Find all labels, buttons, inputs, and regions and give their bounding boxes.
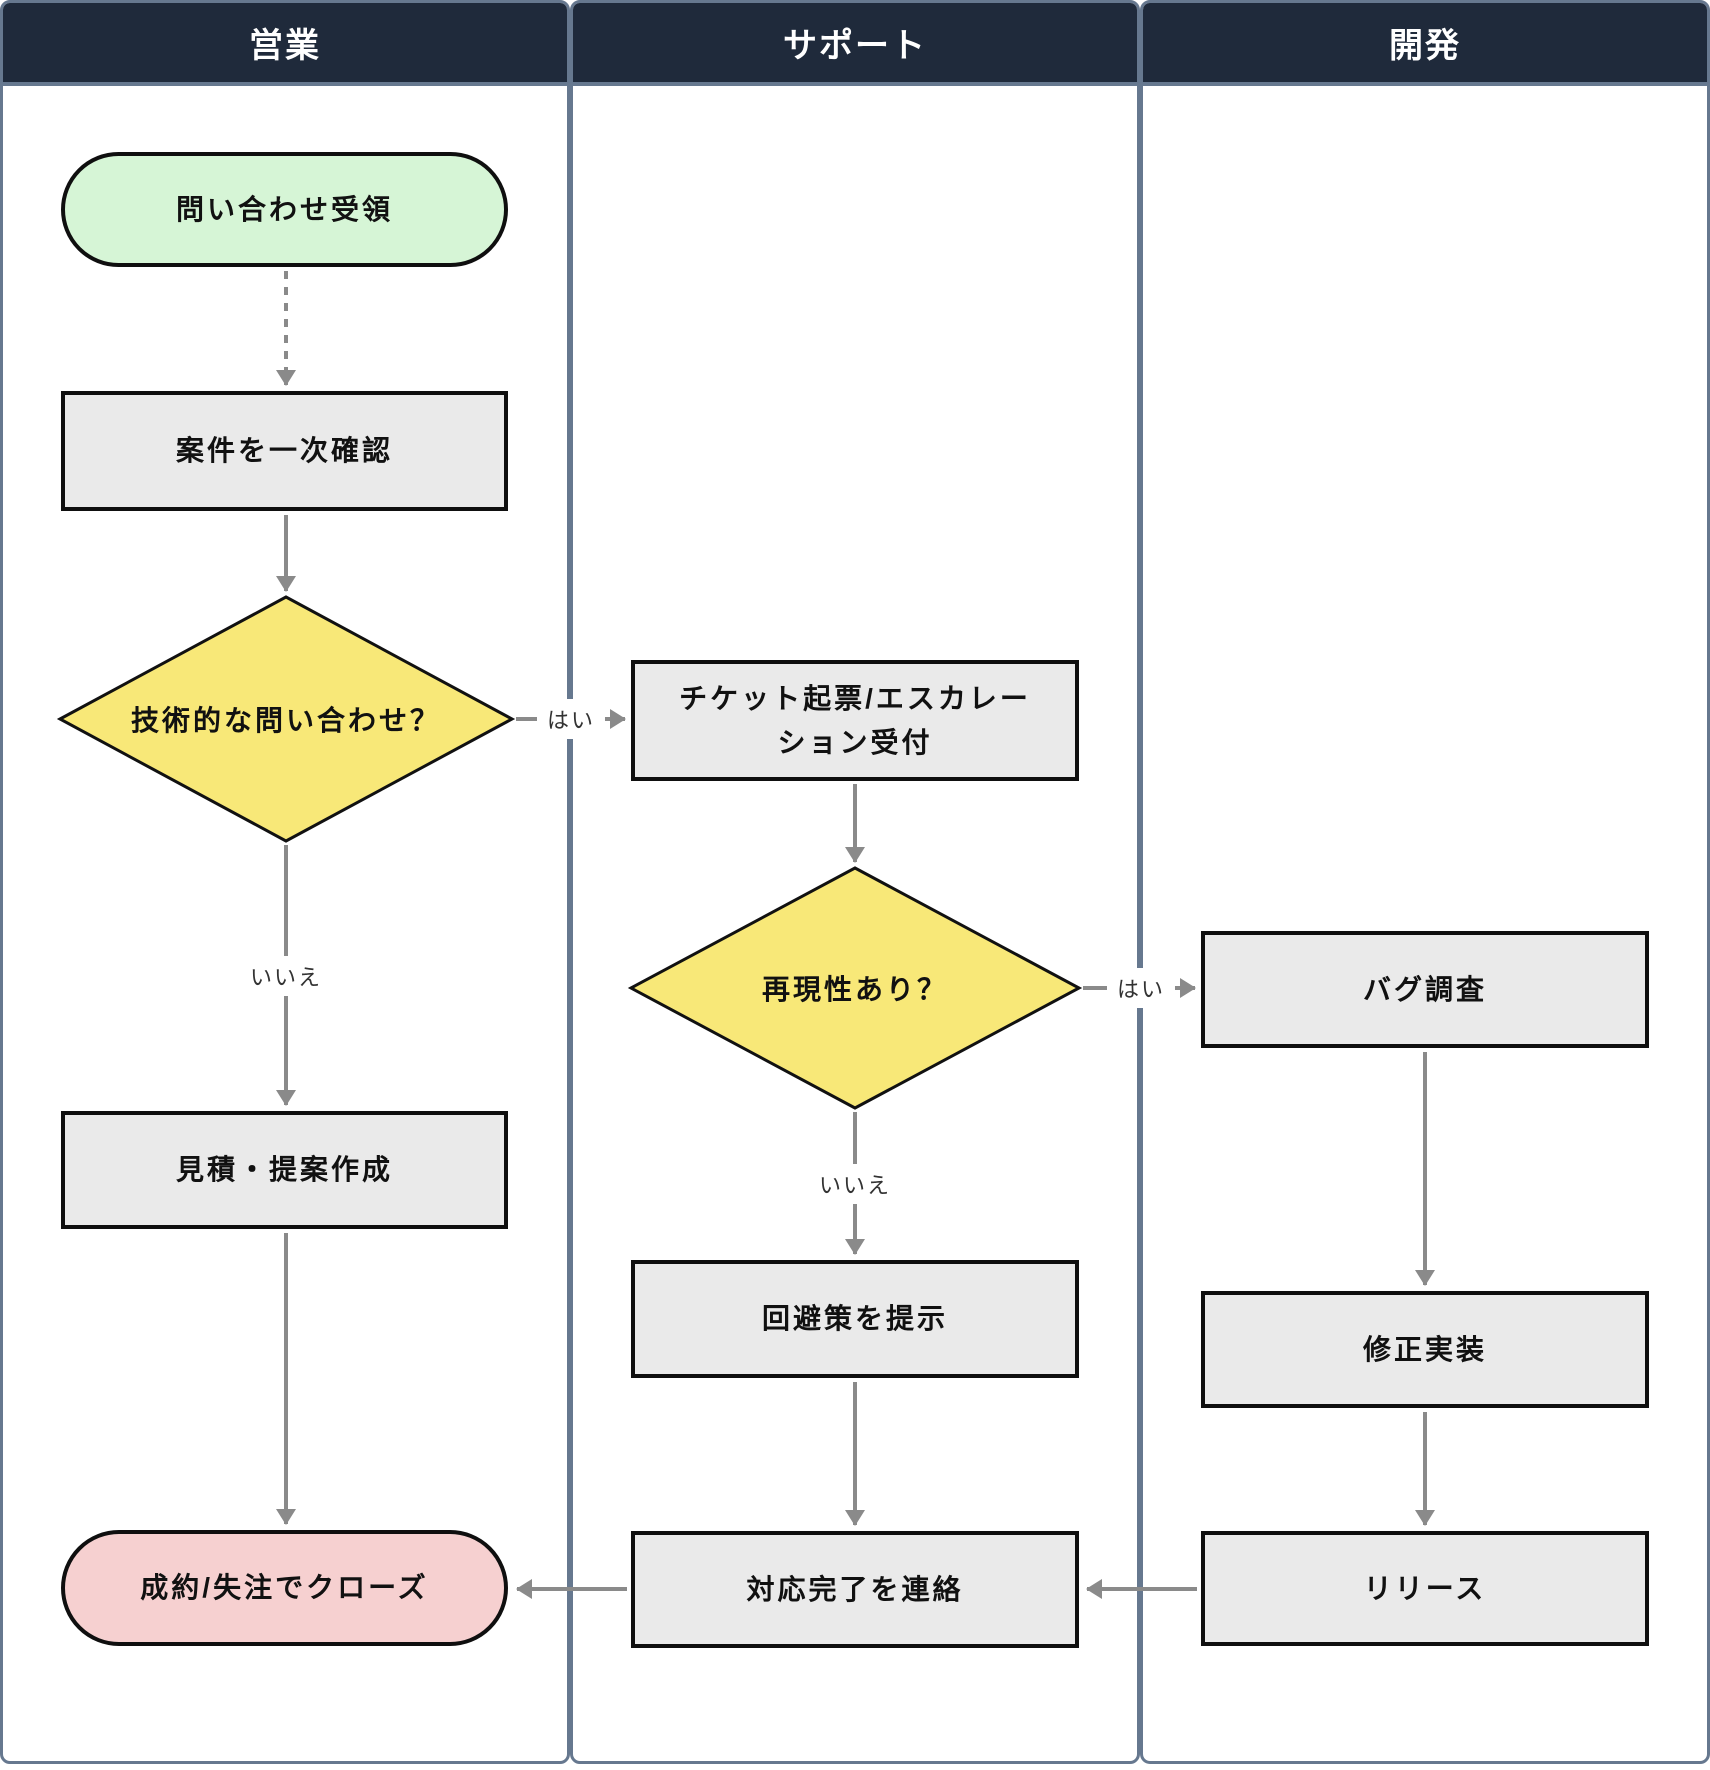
decision-reproducible-shape	[627, 866, 1083, 1110]
decision-is-technical-shape	[56, 595, 516, 843]
node-notify: 対応完了を連絡	[631, 1531, 1079, 1648]
node-release: リリース	[1201, 1531, 1649, 1646]
node-reproducible-label: 再現性あり？	[761, 974, 948, 1005]
node-close: 成約/失注でクローズ	[61, 1530, 508, 1646]
edge-label-yes-reproducible: はい	[1106, 968, 1176, 1008]
node-is-technical: 技術的な問い合わせ？	[60, 597, 512, 841]
node-close-label: 成約/失注でクローズ	[140, 1572, 429, 1604]
node-fix-label: 修正実装	[1362, 1333, 1487, 1365]
lane-support-title: サポート	[783, 27, 927, 65]
node-notify-label: 対応完了を連絡	[746, 1573, 964, 1605]
node-workaround-label: 回避策を提示	[761, 1303, 948, 1335]
node-fix: 修正実装	[1201, 1291, 1649, 1408]
lane-support-header: サポート	[573, 3, 1137, 86]
node-is-technical-label: 技術的な問い合わせ？	[130, 705, 441, 736]
lane-dev-header: 開発	[1143, 3, 1707, 86]
edge-label-no-technical: いいえ	[239, 956, 333, 996]
node-ticket-label-line1: チケット起票/エスカレー	[679, 683, 1031, 715]
edge-label-no-reproducible: いいえ	[808, 1164, 902, 1204]
node-bug-investigation-label: バグ調査	[1362, 973, 1487, 1005]
node-triage-label: 案件を一次確認	[175, 435, 393, 467]
node-bug-investigation: バグ調査	[1201, 931, 1649, 1048]
node-ticket: チケット起票/エスカレー ション受付	[631, 660, 1079, 781]
node-estimate: 見積・提案作成	[61, 1111, 508, 1229]
edge-label-yes-technical: はい	[536, 699, 606, 739]
lane-dev-title: 開発	[1389, 27, 1461, 65]
lane-sales-title: 営業	[249, 27, 321, 65]
lane-sales-header: 営業	[3, 3, 567, 86]
node-release-label: リリース	[1363, 1572, 1487, 1604]
node-ticket-label-line2: ション受付	[777, 726, 933, 758]
node-workaround: 回避策を提示	[631, 1260, 1079, 1378]
node-start: 問い合わせ受領	[61, 152, 508, 267]
node-triage: 案件を一次確認	[61, 391, 508, 511]
node-reproducible: 再現性あり？	[631, 868, 1079, 1108]
node-estimate-label: 見積・提案作成	[175, 1154, 393, 1186]
node-start-label: 問い合わせ受領	[175, 193, 393, 225]
